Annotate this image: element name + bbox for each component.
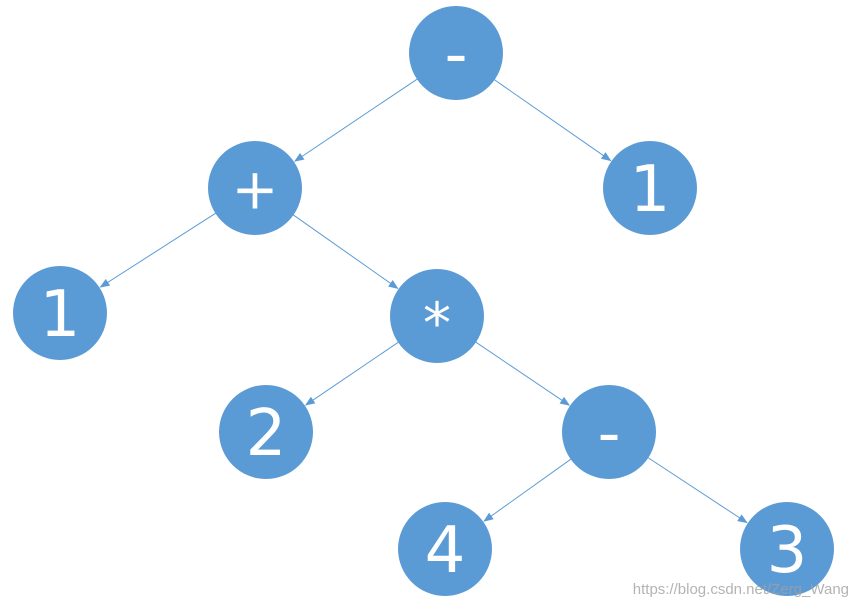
edge-plus-to-left_one <box>99 212 217 288</box>
tree-node-two: 2 <box>219 385 313 479</box>
nodes-layer: - +1 1 * 2 - 4 3 <box>13 6 834 596</box>
edge-minus2-to-four <box>483 458 572 522</box>
tree-node-four: 4 <box>398 502 492 596</box>
node-label-three: 3 <box>767 514 808 588</box>
node-label-minus2: - <box>597 397 620 471</box>
tree-node-three: 3 <box>740 502 834 596</box>
node-label-plus: + <box>232 158 279 223</box>
node-circle-two <box>219 385 313 479</box>
node-label-root: - <box>444 18 467 92</box>
node-circle-three <box>740 502 834 596</box>
tree-node-times: * <box>390 269 484 363</box>
edge-plus-to-times <box>292 214 399 289</box>
edge-root-to-plus <box>294 78 419 162</box>
tree-node-root: - <box>409 6 503 100</box>
node-label-two: 2 <box>246 397 287 471</box>
tree-node-left_one: 1 <box>13 266 107 360</box>
watermark-text: https://blog.csdn.net/Zerg_Wang <box>632 581 849 598</box>
node-circle-right_one <box>603 141 697 235</box>
node-circle-four <box>398 502 492 596</box>
edge-minus2-to-three <box>647 456 748 524</box>
tree-node-plus: + <box>208 141 302 235</box>
tree-node-minus2: - <box>562 385 656 479</box>
node-circle-root <box>409 6 503 100</box>
node-label-times: * <box>423 292 451 357</box>
node-circle-plus <box>208 141 302 235</box>
edges-layer <box>99 78 748 524</box>
edge-times-to-minus2 <box>474 341 571 406</box>
node-circle-minus2 <box>562 385 656 479</box>
node-circle-times <box>390 269 484 363</box>
node-label-four: 4 <box>425 514 466 588</box>
tree-node-right_one: 1 <box>603 141 697 235</box>
edge-root-to-right_one <box>493 78 612 162</box>
edge-times-to-two <box>304 341 400 406</box>
node-label-right_one: 1 <box>630 153 671 227</box>
node-label-left_one: 1 <box>40 278 81 352</box>
node-circle-left_one <box>13 266 107 360</box>
